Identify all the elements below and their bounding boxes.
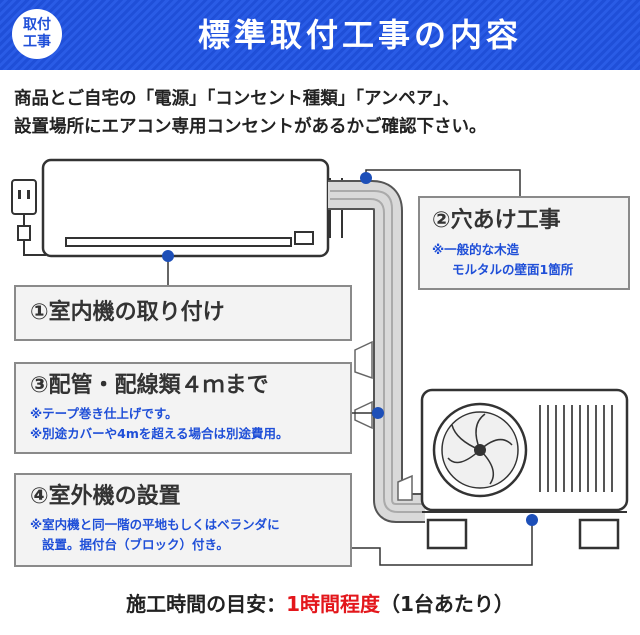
intro-line-1: 商品とご自宅の「電源」「コンセント種類」「アンペア」、	[14, 89, 460, 109]
callout-dot-outdoor	[526, 514, 538, 526]
badge-line-2: 工事	[23, 34, 51, 50]
step-outdoor-note-2: 設置。据付台（ブロック）付き。	[42, 537, 229, 552]
page-title: 標準取付工事の内容	[197, 16, 522, 54]
step-hole-note-1: ※一般的な木造	[432, 242, 520, 257]
install-badge: 取付 工事	[12, 9, 62, 59]
power-cord	[17, 214, 46, 256]
callout-dot-indoor	[162, 250, 174, 262]
step-indoor-box: ①室内機の取り付け	[14, 285, 352, 341]
callout-dot-hole	[360, 172, 372, 184]
outlet-icon	[11, 179, 37, 215]
step-hole-title: ②穴あけ工事	[432, 208, 561, 233]
step-piping-note-2: ※別途カバーや4mを超える場合は別途費用。	[30, 426, 289, 441]
header-banner: 取付 工事 標準取付工事の内容	[0, 0, 640, 70]
estimated-time-label: 施工時間の目安：	[126, 592, 287, 616]
estimated-time-value: 1時間程度	[286, 592, 380, 616]
intro-line-2: 設置場所にエアコン専用コンセントがあるかご確認下さい。	[14, 117, 487, 137]
base-block	[426, 518, 468, 550]
step-outdoor-note-1: ※室内機と同一階の平地もしくはベランダに	[30, 517, 280, 532]
step-hole-note-2: モルタルの壁面1箇所	[452, 262, 574, 277]
step-piping-box: ③配管・配線類４ｍまで ※テープ巻き仕上げです。 ※別途カバーや4mを超える場合…	[14, 362, 352, 454]
callout-dot-piping	[372, 407, 384, 419]
estimated-time-suffix: （1台あたり）	[380, 592, 514, 616]
step-piping-title: ③配管・配線類４ｍまで	[30, 373, 269, 398]
step-outdoor-box: ④室外機の設置 ※室内機と同一階の平地もしくはベランダに 設置。据付台（ブロック…	[14, 473, 352, 567]
intro-text: 商品とご自宅の「電源」「コンセント種類」「アンペア」、 設置場所にエアコン専用コ…	[14, 85, 630, 141]
step-indoor-title: ①室内機の取り付け	[30, 300, 225, 325]
badge-line-1: 取付	[23, 17, 51, 33]
step-hole-box: ②穴あけ工事 ※一般的な木造 モルタルの壁面1箇所	[418, 196, 630, 290]
callout-line-outdoor	[352, 520, 533, 566]
estimated-time: 施工時間の目安：1時間程度（1台あたり）	[0, 588, 640, 617]
pipe-clamp	[354, 340, 373, 380]
step-outdoor-title: ④室外機の設置	[30, 484, 181, 509]
step-piping-note-1: ※テープ巻き仕上げです。	[30, 406, 178, 421]
